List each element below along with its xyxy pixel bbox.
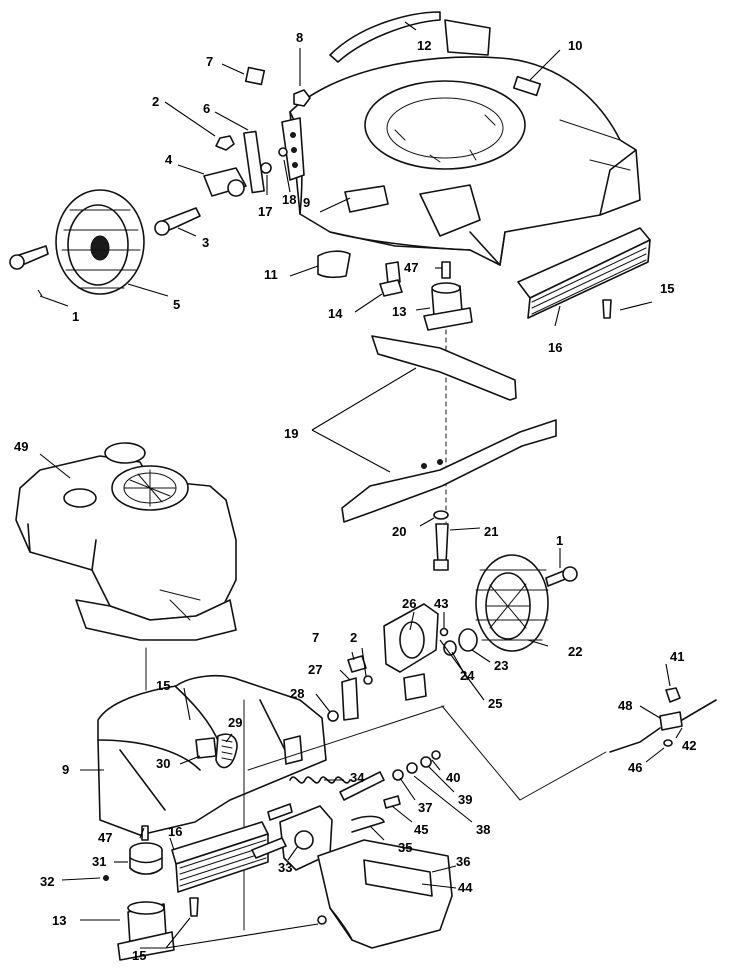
deflector-icon bbox=[329, 11, 441, 63]
callout-18: 18 bbox=[282, 192, 296, 207]
control-cable-icon bbox=[247, 687, 717, 801]
cover-icon bbox=[317, 839, 453, 949]
wheel-bolt-icon bbox=[9, 245, 49, 270]
callout-1: 1 bbox=[72, 309, 79, 324]
callout-38: 38 bbox=[476, 822, 490, 837]
callout-13b: 13 bbox=[52, 913, 66, 928]
callout-32: 32 bbox=[40, 874, 54, 889]
callout-39: 39 bbox=[458, 792, 472, 807]
callout-15b: 15 bbox=[156, 678, 170, 693]
callout-20: 20 bbox=[392, 524, 406, 539]
pulley-icon bbox=[103, 825, 175, 961]
leader-lines bbox=[37, 21, 683, 949]
callout-35: 35 bbox=[398, 840, 412, 855]
clip-icon bbox=[317, 250, 351, 279]
blade-icon bbox=[341, 335, 557, 523]
adapter-icon bbox=[379, 261, 473, 331]
deck-housing-icon bbox=[289, 19, 641, 266]
callout-9: 9 bbox=[303, 195, 310, 210]
callout-28: 28 bbox=[290, 686, 304, 701]
callout-4: 4 bbox=[165, 152, 173, 167]
callout-15: 15 bbox=[660, 281, 674, 296]
callout-41: 41 bbox=[670, 649, 684, 664]
callout-47: 47 bbox=[404, 260, 418, 275]
rear-bar-icon bbox=[171, 821, 269, 917]
callout-21: 21 bbox=[484, 524, 498, 539]
callout-2b: 2 bbox=[350, 630, 357, 645]
callout-27: 27 bbox=[308, 662, 322, 677]
callout-6: 6 bbox=[203, 101, 210, 116]
engine-icon bbox=[15, 442, 237, 641]
callout-29: 29 bbox=[228, 715, 242, 730]
callout-47b: 47 bbox=[98, 830, 112, 845]
callout-9b: 9 bbox=[62, 762, 69, 777]
wheel-bushing-icon bbox=[327, 603, 478, 722]
callout-43: 43 bbox=[434, 596, 448, 611]
callout-44: 44 bbox=[458, 880, 473, 895]
wheel-bolt-icon bbox=[545, 566, 578, 587]
callout-26: 26 bbox=[402, 596, 416, 611]
callout-8: 8 bbox=[296, 30, 303, 45]
callout-11: 11 bbox=[264, 267, 278, 282]
callout-23: 23 bbox=[494, 658, 508, 673]
callout-36: 36 bbox=[456, 854, 470, 869]
callout-19: 19 bbox=[284, 426, 298, 441]
callout-42: 42 bbox=[682, 738, 696, 753]
callout-7b: 7 bbox=[312, 630, 319, 645]
rear-bar-icon bbox=[517, 227, 651, 319]
callout-30: 30 bbox=[156, 756, 170, 771]
callout-33: 33 bbox=[278, 860, 292, 875]
nut-icon bbox=[215, 66, 311, 174]
callout-1b: 1 bbox=[556, 533, 563, 548]
callout-22: 22 bbox=[568, 644, 582, 659]
callout-34: 34 bbox=[350, 770, 365, 785]
callout-15c: 15 bbox=[132, 948, 146, 963]
callout-40: 40 bbox=[446, 770, 460, 785]
spring-icon bbox=[289, 750, 441, 833]
callout-14: 14 bbox=[328, 306, 343, 321]
rear-housing-icon bbox=[97, 674, 327, 836]
callout-45: 45 bbox=[414, 822, 428, 837]
callout-17: 17 bbox=[258, 204, 272, 219]
callout-5: 5 bbox=[173, 297, 180, 312]
callout-16: 16 bbox=[548, 340, 562, 355]
wheel-icon bbox=[55, 189, 145, 295]
callout-13: 13 bbox=[392, 304, 406, 319]
callout-10: 10 bbox=[568, 38, 582, 53]
callout-31: 31 bbox=[92, 854, 106, 869]
callout-25: 25 bbox=[488, 696, 502, 711]
callout-3: 3 bbox=[202, 235, 209, 250]
callout-24: 24 bbox=[460, 668, 475, 683]
bolt-icon bbox=[154, 207, 201, 236]
callout-49: 49 bbox=[14, 439, 28, 454]
bracket-icon bbox=[251, 803, 333, 871]
callout-37: 37 bbox=[418, 800, 432, 815]
callout-46: 46 bbox=[628, 760, 642, 775]
callout-12: 12 bbox=[417, 38, 431, 53]
wheel-icon bbox=[475, 554, 549, 652]
callout-7: 7 bbox=[206, 54, 213, 69]
callout-48: 48 bbox=[618, 698, 632, 713]
blade-bolt-icon bbox=[433, 510, 449, 571]
height-adjuster-icon bbox=[203, 117, 305, 197]
callout-labels: 1 2 3 4 5 6 7 8 9 10 11 12 13 14 15 16 1… bbox=[14, 30, 696, 963]
callout-2: 2 bbox=[152, 94, 159, 109]
callout-16b: 16 bbox=[168, 824, 182, 839]
label-icon bbox=[344, 185, 389, 213]
